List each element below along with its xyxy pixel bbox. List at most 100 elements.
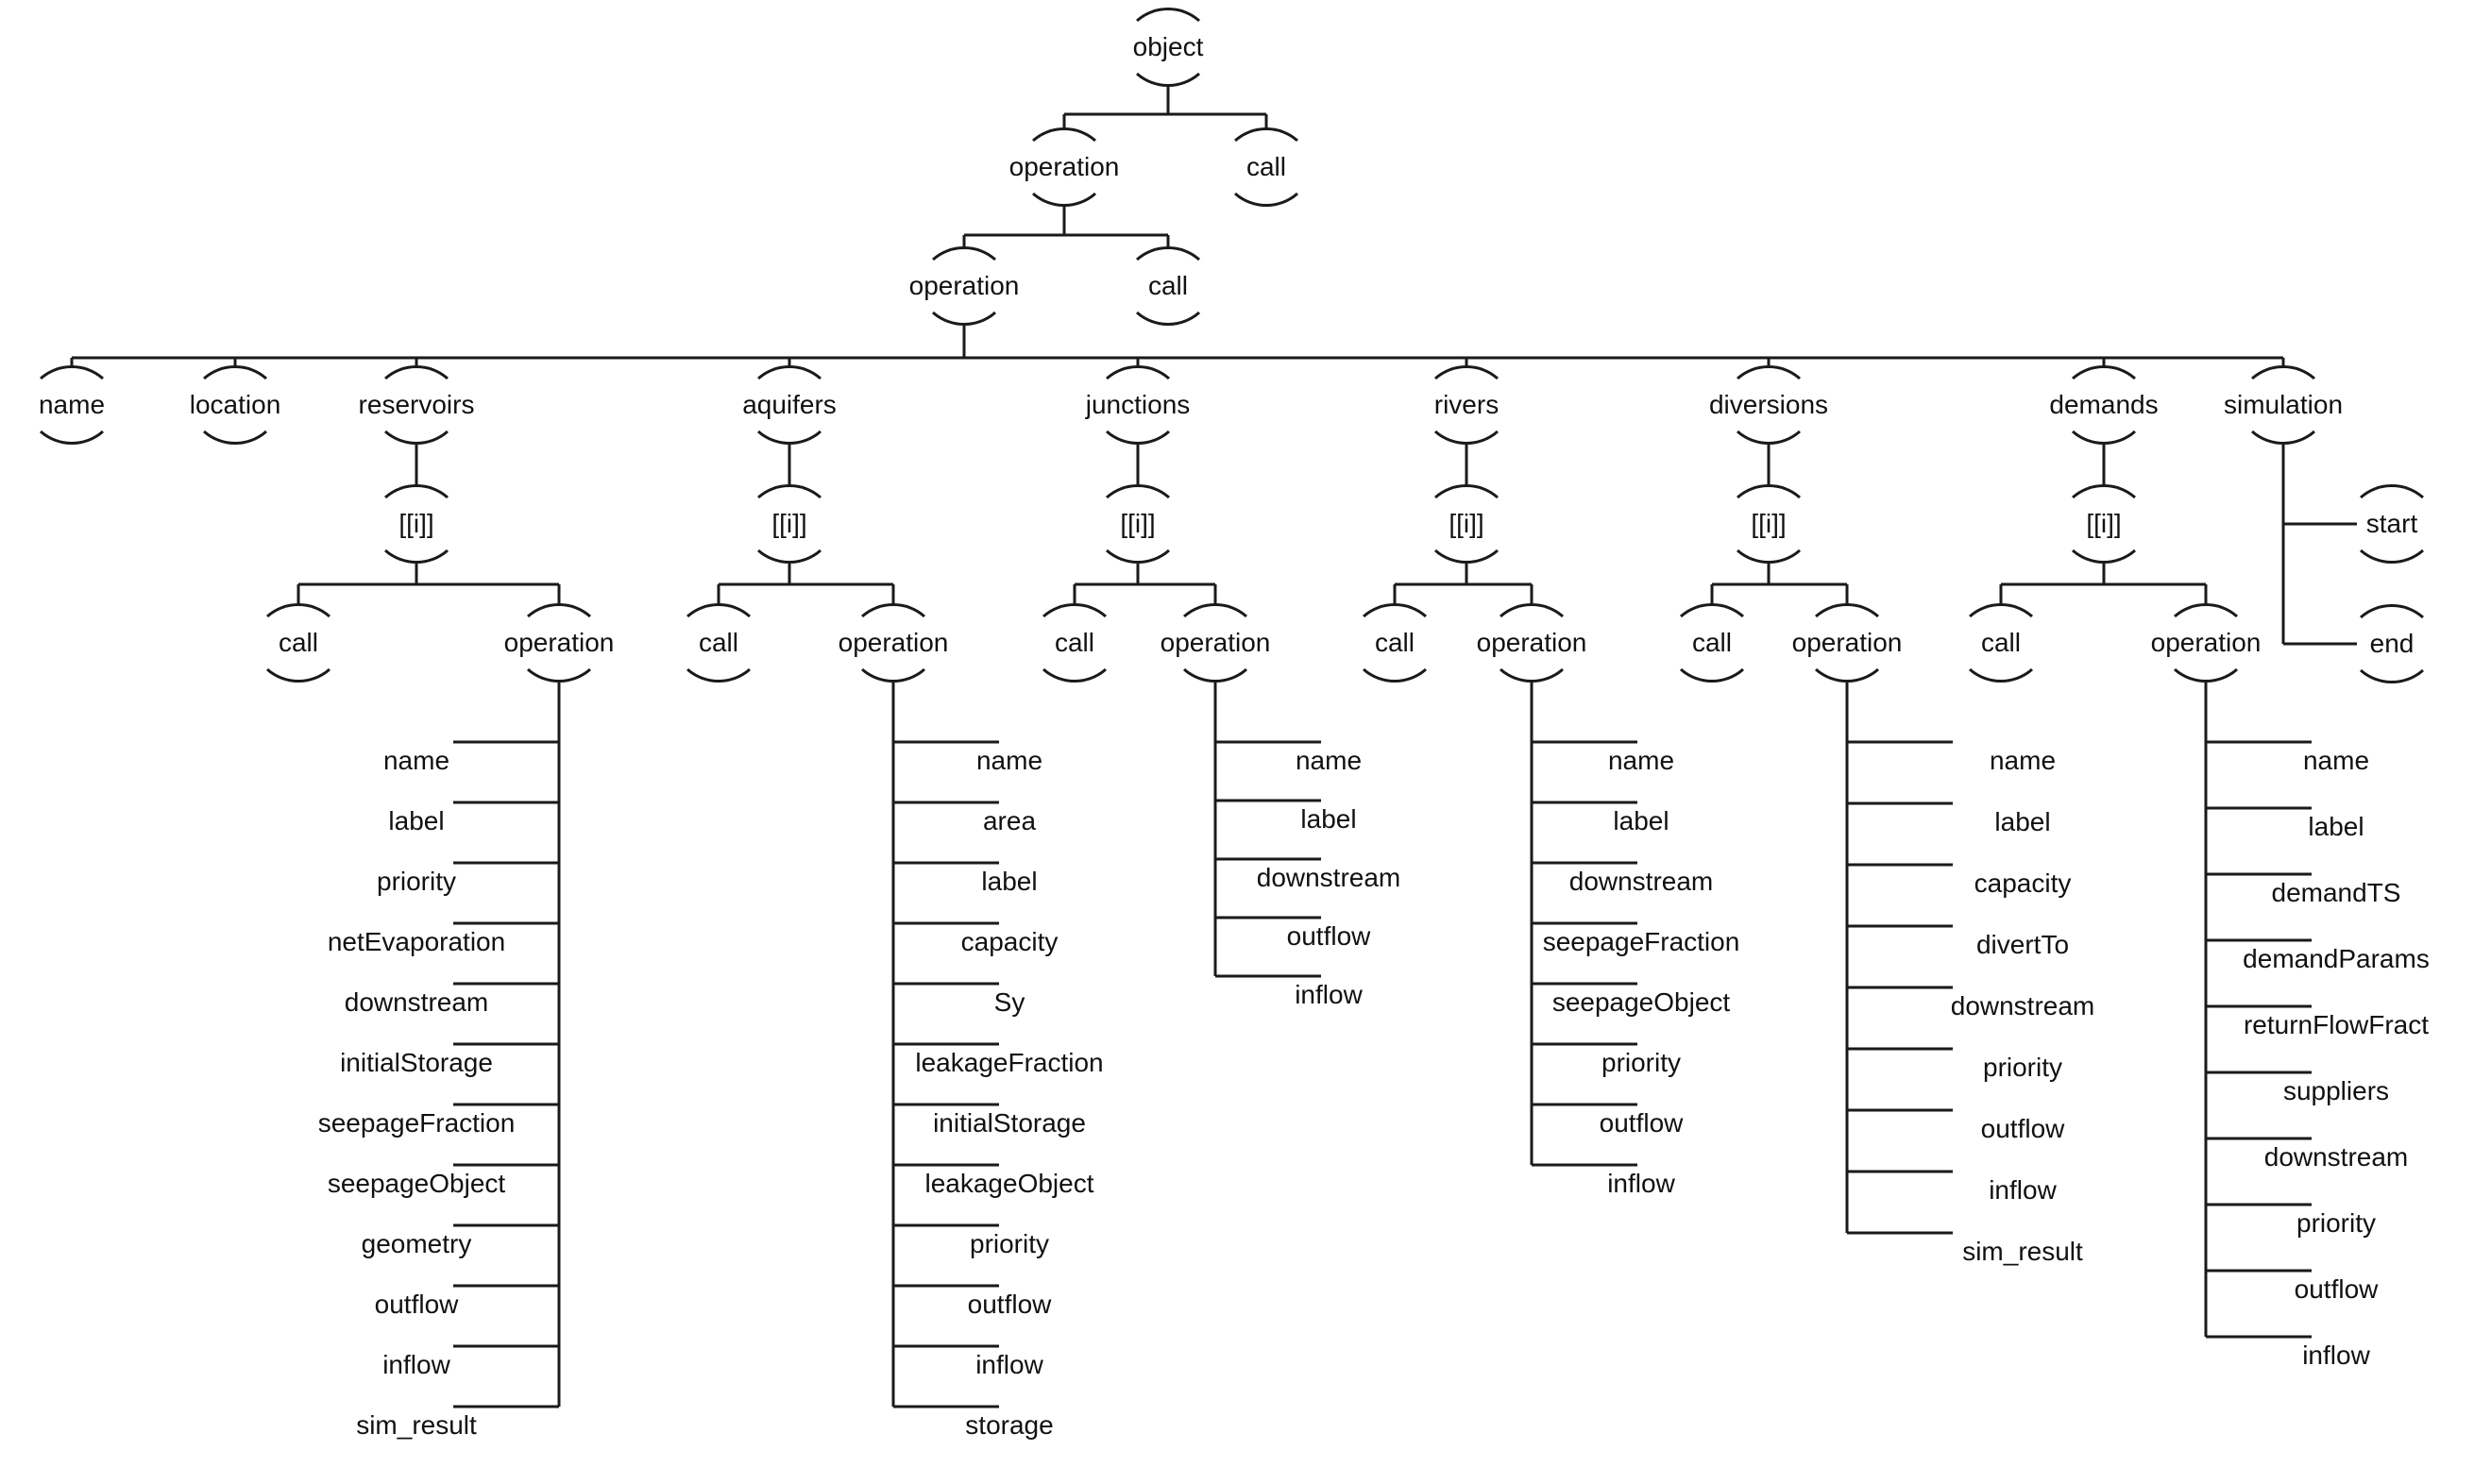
junctions-attribute-outflow: outflow — [1286, 921, 1371, 951]
demands-attribute-returnFlowFract: returnFlowFract — [2243, 1010, 2430, 1039]
reservoirs-attribute-priority: priority — [376, 867, 457, 896]
node-name-arc — [27, 365, 116, 445]
node-diversions-call-arc — [1668, 603, 1756, 683]
aquifers-attribute-name: name — [975, 746, 1043, 775]
node-call-l1: call — [1222, 127, 1311, 207]
node-operation-l1-label: operation — [1004, 152, 1125, 182]
aquifers-attribute-inflow: inflow — [975, 1350, 1043, 1379]
node-operation-l1-arc — [1020, 127, 1109, 207]
node-junctions-operation: operation — [1155, 603, 1276, 683]
reservoirs-attribute-downstream: downstream — [344, 987, 489, 1017]
node-junctions-label: junctions — [1080, 390, 1195, 420]
node-location: location — [184, 365, 286, 445]
node-aquifers-label: aquifers — [737, 390, 841, 420]
rivers-attribute-seepageObject: seepageObject — [1551, 987, 1731, 1017]
edge-index-junctions — [1073, 564, 1217, 606]
reservoirs-attribute-label: label — [388, 806, 445, 835]
node-operation-l2-label: operation — [904, 271, 1025, 301]
node-demands-index-arc — [2059, 484, 2148, 564]
diversions-attribute-label: label — [1994, 807, 2051, 836]
node-rivers-arc — [1422, 365, 1511, 445]
aquifers-attribute-storage: storage — [965, 1410, 1054, 1440]
demands-attribute-inflow: inflow — [2302, 1341, 2370, 1370]
node-diversions-label: diversions — [1703, 390, 1834, 420]
junctions-attribute-name: name — [1295, 746, 1363, 775]
node-junctions: junctions — [1080, 365, 1195, 445]
diversions-attribute-name: name — [1989, 746, 2057, 775]
edge-operation1-children — [962, 207, 1170, 249]
node-rivers-operation: operation — [1471, 603, 1592, 683]
edge-object-children — [1062, 87, 1268, 130]
node-reservoirs: reservoirs — [353, 365, 480, 445]
rivers-attribute-inflow: inflow — [1607, 1169, 1675, 1198]
aquifers-attribute-label: label — [981, 867, 1038, 896]
aquifers-attribute-initialStorage: initialStorage — [933, 1108, 1086, 1138]
node-operation-l1: operation — [1004, 127, 1125, 207]
demands-attribute-priority: priority — [2296, 1208, 2377, 1238]
node-junctions-arc — [1093, 365, 1182, 445]
node-diversions-index-arc — [1724, 484, 1813, 564]
node-aquifers-index-label: [[i]] — [767, 509, 812, 539]
node-aquifers-operation-arc — [849, 603, 938, 683]
node-rivers: rivers — [1422, 365, 1511, 445]
demands-attribute-name: name — [2302, 746, 2370, 775]
node-simulation-start-label: start — [2361, 509, 2423, 539]
node-demands-operation: operation — [2145, 603, 2266, 683]
reservoirs-attribute-netEvaporation: netEvaporation — [327, 927, 506, 956]
edge-index-rivers — [1393, 564, 1534, 606]
demands-attribute-outflow: outflow — [2294, 1274, 2379, 1304]
node-demands-call-label: call — [1975, 628, 2025, 658]
demands-attribute-demandTS: demandTS — [2271, 878, 2401, 907]
reservoirs-attribute-initialStorage: initialStorage — [340, 1048, 493, 1077]
node-reservoirs-operation: operation — [499, 603, 619, 683]
reservoirs-attribute-seepageObject: seepageObject — [327, 1169, 506, 1198]
node-junctions-index-arc — [1093, 484, 1182, 564]
node-call-l1-label: call — [1241, 152, 1291, 182]
junctions-attribute-downstream: downstream — [1256, 863, 1401, 892]
node-diversions-operation-arc — [1803, 603, 1891, 683]
node-demands-operation-label: operation — [2145, 628, 2266, 658]
node-demands-operation-arc — [2161, 603, 2250, 683]
node-diversions: diversions — [1703, 365, 1834, 445]
node-aquifers-index-arc — [745, 484, 834, 564]
node-demands-call-arc — [1957, 603, 2045, 683]
node-junctions-call-arc — [1030, 603, 1119, 683]
node-aquifers-operation-label: operation — [833, 628, 954, 658]
node-reservoirs-call-label: call — [273, 628, 323, 658]
edge-index-aquifers — [717, 564, 895, 606]
reservoirs-attribute-geometry: geometry — [361, 1229, 472, 1258]
edge-operation2-children — [70, 326, 2285, 368]
rivers-attribute-label: label — [1613, 806, 1669, 835]
diversions-attribute-sim_result: sim_result — [1962, 1237, 2083, 1266]
node-junctions-call-label: call — [1049, 628, 1099, 658]
node-junctions-index-label: [[i]] — [1115, 509, 1161, 539]
node-demands-index-label: [[i]] — [2081, 509, 2127, 539]
diversions-attribute-capacity: capacity — [1974, 868, 2072, 898]
node-demands-arc — [2059, 365, 2148, 445]
node-aquifers-call-arc — [674, 603, 763, 683]
node-diversions-operation-label: operation — [1787, 628, 1907, 658]
node-reservoirs-index-label: [[i]] — [394, 509, 439, 539]
aquifers-attribute-priority: priority — [969, 1229, 1050, 1258]
node-operation-l2-arc — [920, 246, 1008, 326]
node-simulation-arc — [2239, 365, 2328, 445]
rivers-attribute-name: name — [1607, 746, 1675, 775]
node-call-l1-arc — [1222, 127, 1311, 207]
edge-index-demands — [1999, 564, 2208, 606]
reservoirs-attribute-seepageFraction: seepageFraction — [317, 1108, 516, 1138]
node-name-label: name — [33, 390, 110, 420]
node-rivers-operation-arc — [1487, 603, 1576, 683]
node-aquifers-operation: operation — [833, 603, 954, 683]
node-rivers-index: [[i]] — [1422, 484, 1511, 564]
node-rivers-call-arc — [1350, 603, 1439, 683]
node-rivers-index-label: [[i]] — [1444, 509, 1489, 539]
demands-attribute-label: label — [2308, 812, 2364, 841]
node-rivers-operation-label: operation — [1471, 628, 1592, 658]
aquifers-attribute-area: area — [982, 806, 1037, 835]
node-aquifers-call: call — [674, 603, 763, 683]
node-operation-l2: operation — [904, 246, 1025, 326]
node-junctions-call: call — [1030, 603, 1119, 683]
node-call-l2-arc — [1124, 246, 1212, 326]
